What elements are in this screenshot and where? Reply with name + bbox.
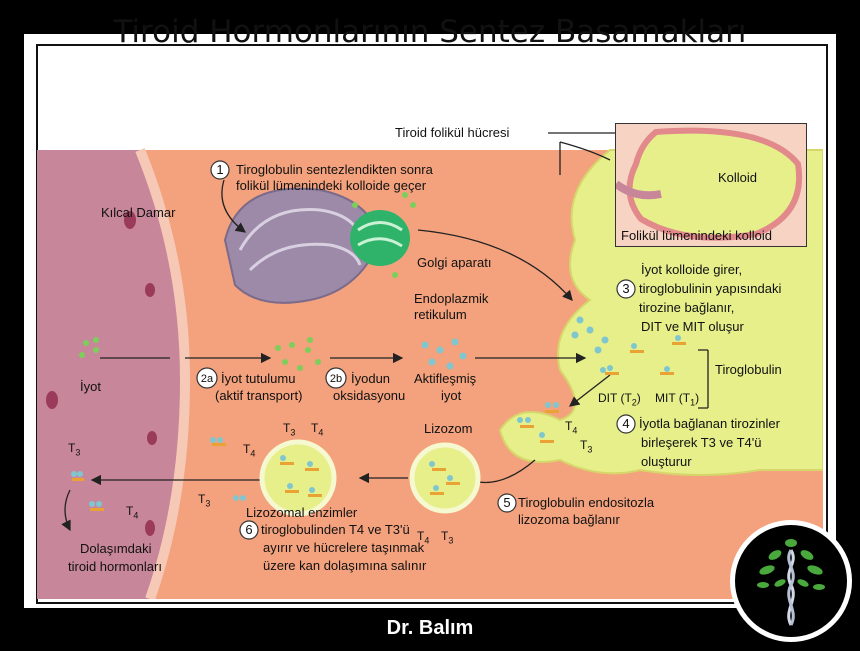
capillary-cell [145,283,155,297]
capillary-cell [46,391,58,409]
follicle-lumen-colloid-label: Folikül lümenindeki kolloid [621,228,773,243]
t3-label: T3 [441,529,454,546]
t4-label: T4 [311,421,324,438]
step2a-line2: (aktif transport) [215,388,303,403]
t4-label: T4 [565,419,578,436]
t3-label: T3 [580,438,593,455]
capillary-label: Kılcal Damar [101,205,176,220]
iodine-label: İyot [80,379,101,394]
t3-label: T3 [283,421,296,438]
t3-label: T3 [68,441,81,458]
step6-line0: Lizozomal enzimler [246,505,358,520]
step5-line1: Tiroglobulin endositozla [518,495,655,510]
step2a-number: 2a [200,373,214,385]
thyroglobulin-bars [71,335,686,511]
golgi-to-colloid-arrow [417,229,573,301]
circulating-hormones-line1: Dolaşımdaki [80,541,152,556]
tree-logo [730,520,852,642]
thyroglobulin-bracket [698,349,709,409]
step2b-circle [325,367,347,389]
activated-iodine-beads [421,316,609,370]
follicle-inset-art [616,124,806,246]
step4-arrow [568,374,611,407]
step3-line1: tiroglobulinin yapısındaki [639,281,782,296]
dit-label: DIT (T2) [598,391,641,408]
step2b-number: 2b [329,373,343,385]
lysosome-left [259,439,337,517]
capillary-cell [124,211,136,229]
er-label-line2: retikulum [414,307,467,322]
step3-line0: İyot kolloide girer, [641,262,743,277]
activated-iodine-line2: iyot [441,388,462,403]
iodine-beads [79,337,321,371]
activated-iodine-line1: Aktifleşmiş [414,371,477,386]
step4-line2: birleşerek T3 ve T4'ü [641,435,762,450]
golgi-label: Golgi aparatı [417,255,492,270]
step1-line1: Tiroglobulin sentezlendikten sonra [236,162,433,177]
step6-line1: tiroglobulinden T4 ve T3'ü [261,522,410,537]
capillary-cell [145,520,155,536]
capillary-vessel [37,150,185,599]
step4-line1: İyotla bağlanan tirozinler [639,416,780,431]
lysosome-label: Lizozom [424,421,473,436]
step4-number: 4 [622,416,630,431]
capillary-cell [147,431,157,445]
colloid-label: Kolloid [718,170,758,185]
step2b-line2: oksidasyonu [333,388,406,403]
follicle-inset [615,123,807,247]
t4-label: T4 [126,504,139,521]
step5-number: 5 [503,495,511,510]
t4-label: T4 [243,442,256,459]
step5-line2: lizozoma bağlanır [518,512,620,527]
step2b-line1: İyodun [351,371,391,386]
follicle-cell-pointer-2 [559,141,611,175]
step1-number: 1 [216,162,224,177]
step3-line2: tirozine bağlanır, [639,300,735,315]
t4-label: T4 [417,529,430,546]
page-title: Tiroid Hormonlarının Sentez Basamakları [113,14,747,50]
er-label-line1: Endoplazmik [414,291,489,306]
mit-label: MIT (T1) [655,391,700,408]
step1-arrow [221,179,247,233]
tree-logo-art [757,539,825,626]
lysosome-right [409,442,481,514]
circulation-arrow [61,489,71,532]
step1-line2: folikül lümenindeki kolloide geçer [236,178,427,193]
step4-circle [616,414,636,434]
t3-label: T3 [198,492,211,509]
step6-circle [239,520,259,540]
step2a-line1: İyot tutulumu [221,371,296,386]
circulating-hormones-line2: tiroid hormonları [68,559,162,574]
follicle-cell-label: Tiroid folikül hücresi [395,125,510,140]
golgi-apparatus [350,192,416,278]
step3-line3: DIT ve MIT oluşur [641,319,744,334]
capillary-wall [135,148,191,599]
step6-line3: üzere kan dolaşımına salınır [263,558,427,573]
step1-circle [210,160,230,180]
step5-circle [497,493,517,513]
author-footer: Dr. Balım [386,617,474,639]
step6-line2: ayırır ve hücrelere taşınmak [263,540,425,555]
step2a-circle [196,367,218,389]
thyroglobulin-label: Tiroglobulin [715,362,782,377]
step3-circle [616,279,636,299]
step4-line3: oluşturur [641,454,692,469]
step3-number: 3 [622,281,630,296]
step6-number: 6 [245,522,253,537]
